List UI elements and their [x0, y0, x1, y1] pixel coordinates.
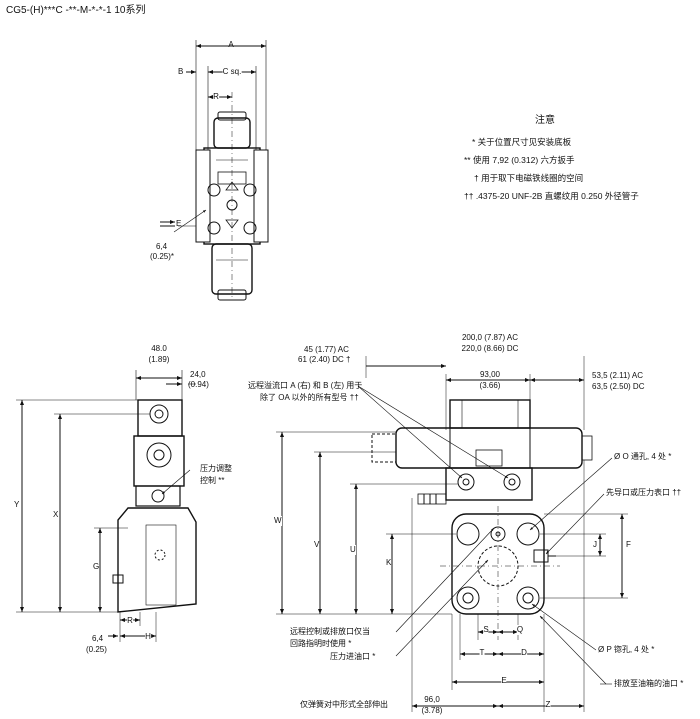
dim-d: D	[521, 648, 527, 658]
dim-48-inch: (1.89)	[148, 355, 170, 364]
dim-96: 96,0	[424, 695, 440, 704]
dim-f: F	[626, 540, 631, 549]
drain-label: 排放至油箱的油口 *	[614, 679, 684, 688]
dim-phi-value: 6,4	[156, 242, 168, 251]
dim-93: 93,00	[479, 370, 501, 379]
pressure-adjust-label-1: 压力调整	[200, 464, 232, 473]
dim-g: G	[93, 562, 100, 572]
pilot-port-label: 先导口或压力表口 ††	[606, 488, 682, 497]
pressure-inlet-label: 压力进油口 *	[330, 652, 376, 661]
dim-48: 48.0	[151, 344, 167, 353]
top-view	[160, 40, 269, 301]
dim-u: U	[350, 545, 356, 555]
dim-b: B	[178, 67, 184, 76]
note-2: ** 使用 7,92 (0.312) 六方扳手	[464, 155, 575, 165]
dim-53-ac: 53,5 (2.11) AC	[592, 371, 643, 380]
dim-24: 24,0	[190, 370, 206, 379]
p-counterbore-label: Ø P 锪孔, 4 处 *	[598, 645, 655, 654]
o-hole-label: Ø O 通孔, 4 处 *	[614, 452, 672, 461]
remote-vent-label-2: 回路指明时使用 *	[290, 639, 352, 648]
dim-220: 220,0 (8.66) DC	[461, 344, 519, 353]
dim-6-4: 6,4	[92, 634, 104, 643]
remote-vent-label-1: 远程控制或排放口仅当	[290, 627, 370, 636]
front-view	[276, 356, 628, 712]
dim-61-dc: 61 (2.40) DC †	[298, 355, 351, 364]
dim-63-dc: 63,5 (2.50) DC	[592, 382, 645, 391]
dim-r-top: R	[213, 92, 219, 102]
dim-45-ac: 45 (1.77) AC	[304, 345, 349, 354]
dim-w: W	[274, 516, 282, 526]
dim-j: J	[593, 540, 597, 549]
dim-s: S	[483, 625, 489, 635]
dim-24-inch: (0.94)	[188, 380, 209, 389]
remote-port-label-2: 除了 OA 以外的所有型号 ††	[260, 393, 359, 402]
dim-y: Y	[14, 500, 20, 510]
dim-k: K	[386, 558, 392, 568]
side-view	[16, 370, 197, 642]
dim-96-inch: (3.78)	[421, 706, 443, 715]
note-3: † 用于取下电磁铁线圈的空间	[474, 173, 584, 183]
spring-centered-note: 仅弹簧对中形式全部伸出	[300, 700, 388, 709]
dim-e-front: E	[501, 676, 507, 686]
remote-port-label-1: 远程溢流口 A (右) 和 B (左) 用于	[248, 381, 363, 390]
drawing-title: CG5-(H)***C -**-M-*-*-1 10系列	[6, 5, 146, 16]
dim-z: Z	[545, 700, 551, 710]
dim-t: T	[479, 648, 485, 658]
dim-h: H	[145, 632, 151, 642]
note-1: * 关于位置尺寸见安装底板	[472, 137, 572, 147]
dim-x: X	[53, 510, 59, 520]
dim-93-inch: (3.66)	[479, 381, 501, 390]
dim-200: 200,0 (7.87) AC	[461, 333, 519, 342]
dim-r-side: R	[127, 616, 133, 626]
dim-q: Q	[516, 625, 524, 635]
dim-a: A	[228, 40, 234, 49]
pressure-adjust-label-2: 控制 **	[200, 476, 225, 485]
dim-6-4-inch: (0.25)	[86, 645, 107, 654]
dim-phi-inch: (0.25)*	[150, 252, 175, 261]
dim-e-top: E	[176, 219, 182, 228]
note-4: †† .4375-20 UNF-2B 直螺纹用 0.250 外径管子	[464, 191, 639, 201]
dim-v: V	[314, 540, 320, 550]
dim-c-sq: C sq.	[222, 67, 242, 77]
notes-heading: 注意	[535, 115, 555, 126]
